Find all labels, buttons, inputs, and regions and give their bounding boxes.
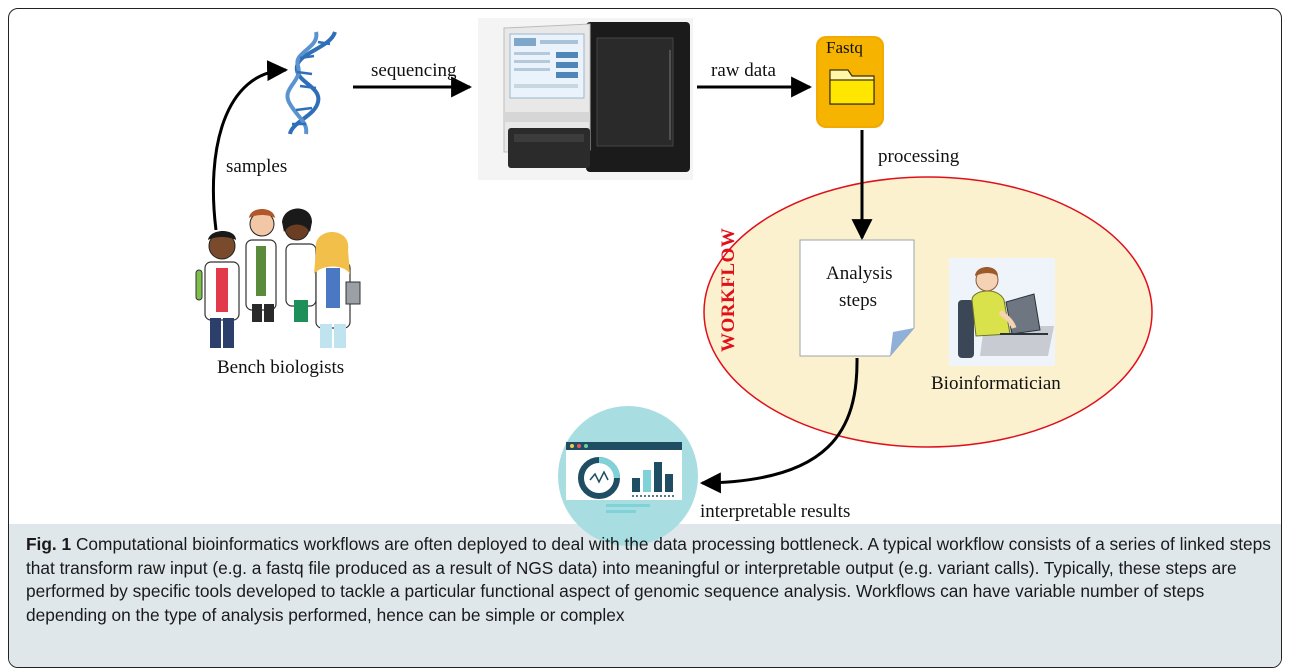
results-arrow [699,357,859,494]
results-dashboard-icon [558,406,698,546]
fastq-label: Fastq [826,38,863,57]
workflow-label: WORKFLOW [718,227,739,352]
processing-label: processing [878,146,960,167]
sequencer-machine-icon [478,18,693,180]
workflow-ellipse [703,176,1153,448]
samples-label: samples [226,156,288,177]
figure-caption: Fig. 1 Computational bioinformatics work… [26,533,1274,627]
analysis-document-icon [799,239,915,357]
caption-text: Computational bioinformatics workflows a… [26,534,1271,625]
raw-data-label: raw data [711,60,776,81]
bench-biologists-label: Bench biologists [217,357,345,378]
interpretable-results-label: interpretable results [700,501,851,522]
bench-biologists-icon [195,208,361,348]
caption-background [9,524,1281,667]
samples-arrow [211,60,289,231]
analysis-steps-line2: steps [839,290,877,311]
sequencing-label: sequencing [371,60,457,81]
figure-label: Fig. 1 [26,534,72,554]
analysis-steps-line1: Analysis [826,263,893,284]
bioinformatician-icon [949,258,1055,366]
fastq-folder-icon [816,36,884,128]
dna-helix-icon [285,31,337,135]
bioinformatician-label: Bioinformatician [931,373,1061,394]
figure-frame [8,8,1282,668]
